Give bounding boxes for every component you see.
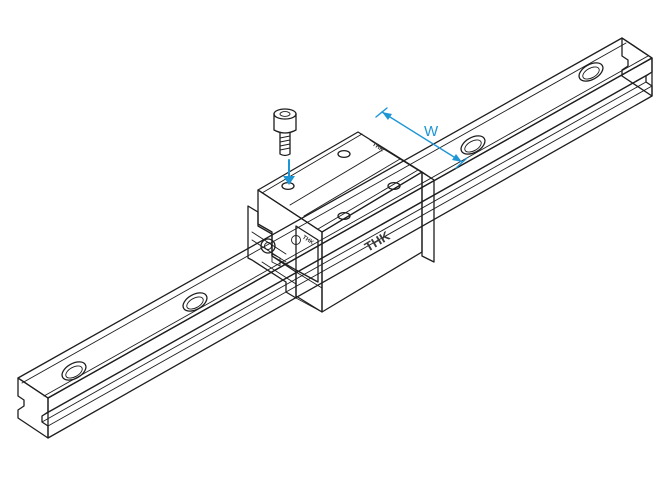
dimension-arrow-icon (375, 107, 468, 169)
block-tap-hole (281, 181, 295, 191)
rail-mounting-hole (578, 62, 604, 82)
block-tap-hole (337, 149, 351, 159)
block-tap-hole (337, 211, 351, 221)
cap-screw-icon (273, 108, 297, 157)
block-brand-label: THK (362, 228, 393, 255)
lm-block: THK THK THK (247, 131, 435, 313)
top-seal-brand-label: THK (371, 142, 385, 154)
block-tap-hole (387, 181, 401, 191)
width-dimension-label: W (424, 123, 439, 140)
guide-rail (17, 37, 653, 439)
rail-mounting-hole (61, 361, 87, 381)
rail-mounting-hole (460, 135, 486, 155)
insert-arrow-icon (283, 159, 295, 185)
rail-mounting-hole (182, 292, 208, 312)
